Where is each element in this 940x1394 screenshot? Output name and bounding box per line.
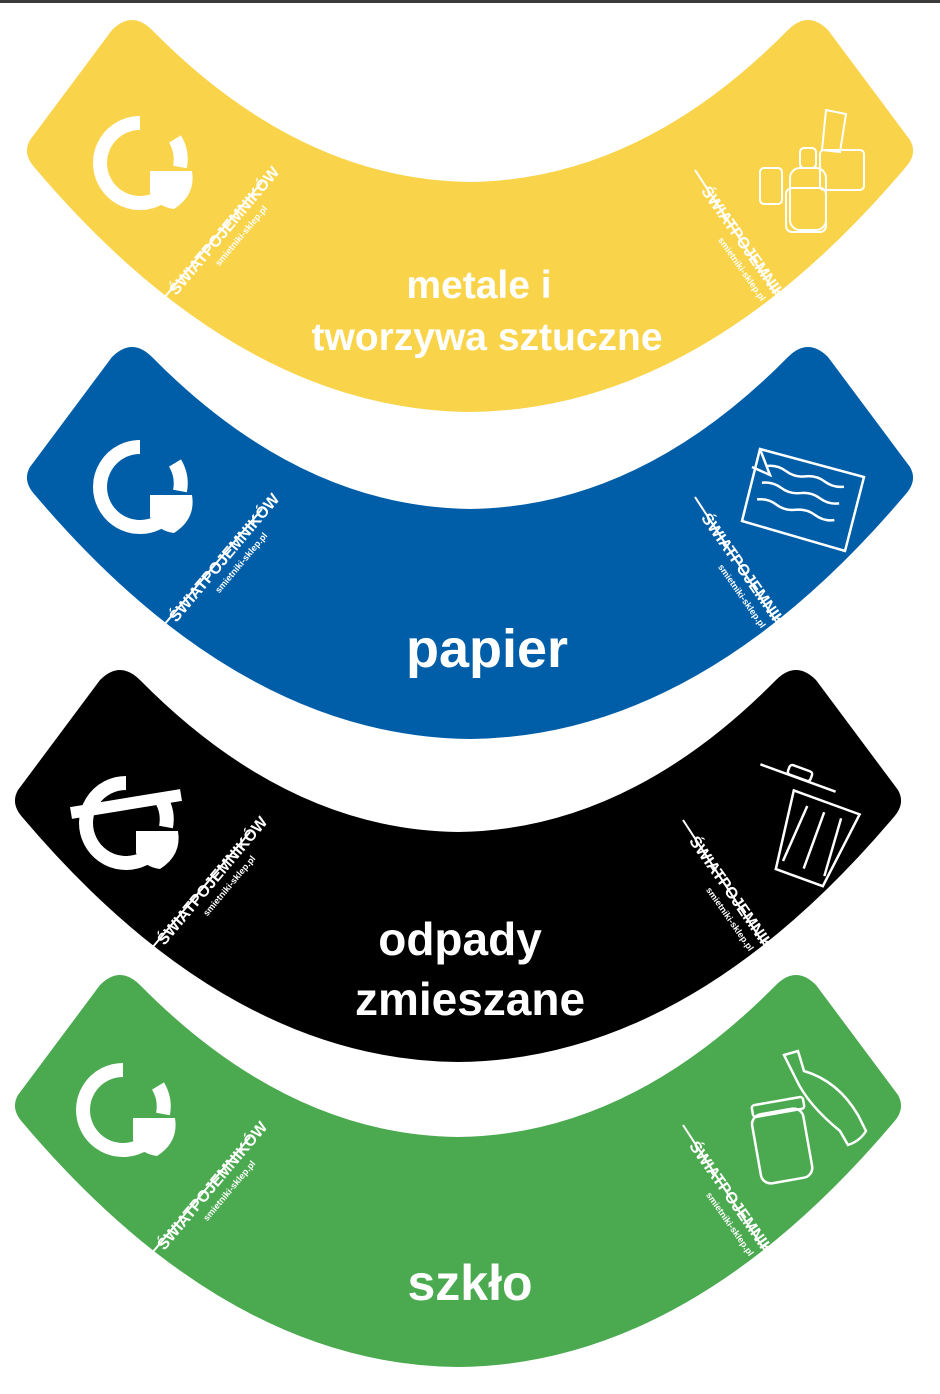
- sticker-label-line-1: metale i: [406, 264, 551, 307]
- sticker-label-line-1: odpady: [378, 913, 542, 965]
- no-recycle-icon: [70, 783, 181, 869]
- sticker-paper: ŚWIATPOJEMNIKÓW smietniki-sklep.pl ŚWIAT…: [26, 347, 914, 739]
- top-border: [0, 0, 940, 3]
- sticker-label-line-1: szkło: [407, 1255, 532, 1311]
- glass-bottle-jar-icon: [750, 1049, 868, 1185]
- sticker-mixed: ŚWIATPOJEMNIKÓW smietniki-sklep.pl ŚWIAT…: [14, 670, 902, 1062]
- sticker-label-line-1: papier: [406, 619, 568, 679]
- bottles-cans-icon: [759, 108, 865, 233]
- trash-can-icon: [759, 763, 862, 888]
- sticker-label-line-2: tworzywa sztuczne: [311, 316, 662, 359]
- paper-sheets-icon: [740, 447, 866, 553]
- sticker-metals: ŚWIATPOJEMNIKÓW smietniki-sklep.pl ŚWIAT…: [26, 20, 914, 412]
- sticker-label-line-2: zmieszane: [355, 973, 585, 1025]
- sticker-glass: ŚWIATPOJEMNIKÓW smietniki-sklep.pl ŚWIAT…: [14, 975, 902, 1367]
